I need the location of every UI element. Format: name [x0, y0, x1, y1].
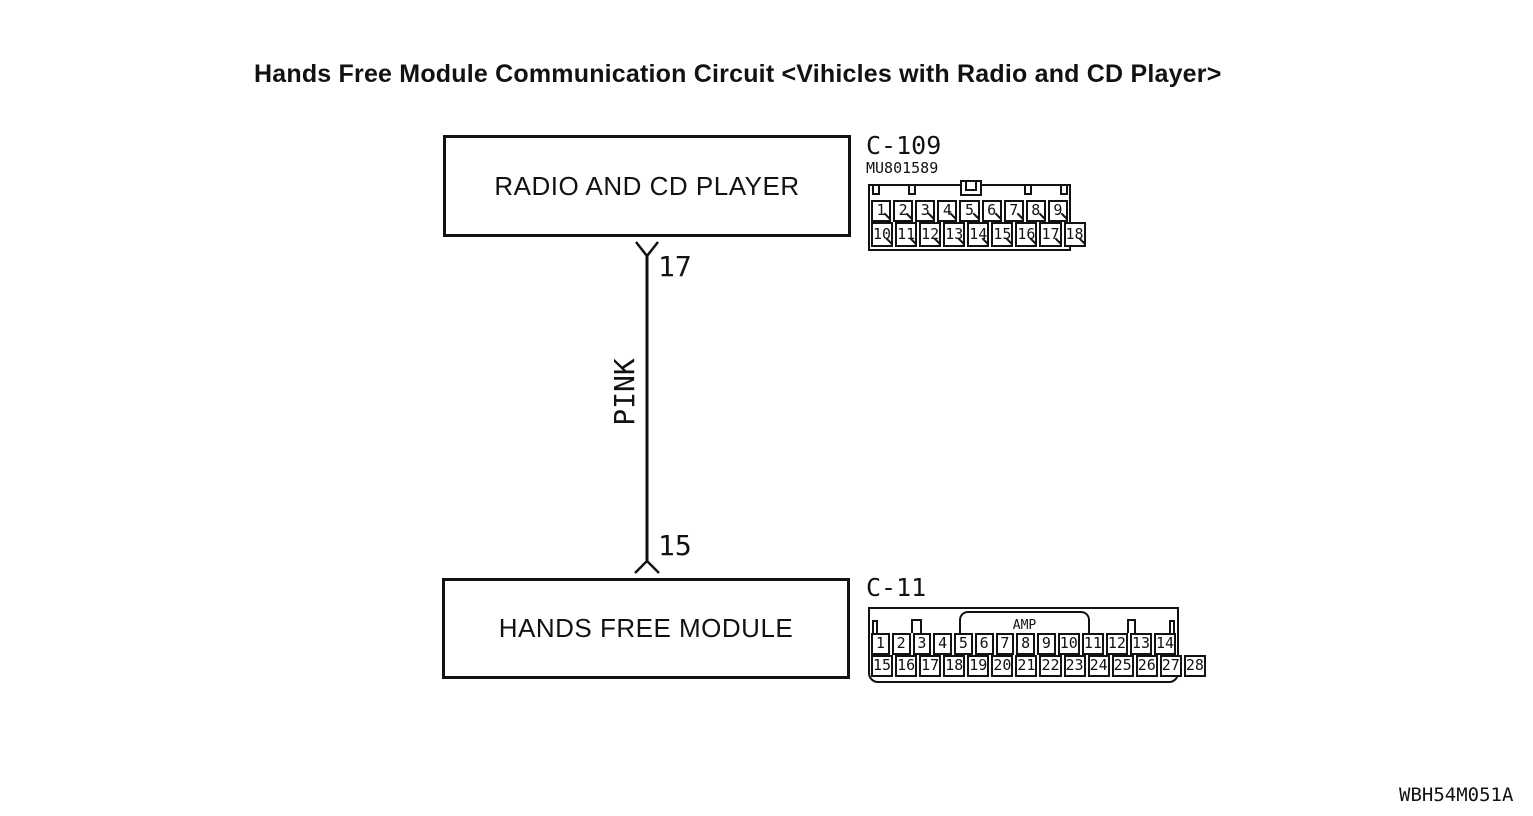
- pin-cell: 9: [1037, 633, 1056, 655]
- pin-cell: 3: [912, 633, 932, 655]
- connector-tab: [1169, 620, 1175, 633]
- pin-cell: 6: [981, 200, 1002, 222]
- pin-cell: 20: [991, 655, 1014, 677]
- pin-cell: 24: [1087, 655, 1110, 677]
- hands-free-module-label: HANDS FREE MODULE: [498, 613, 794, 643]
- wire-color-label: PINK: [608, 358, 641, 426]
- connector-tab: [1060, 186, 1068, 195]
- wire-bottom-pin-number: 15: [658, 529, 692, 562]
- pin-cell: 8: [1025, 200, 1046, 222]
- connector-symbol-top: [635, 241, 659, 259]
- diagram-title: Hands Free Module Communication Circuit …: [254, 60, 1222, 88]
- connector-tab: [911, 619, 922, 633]
- pin-cell: 4: [933, 633, 952, 655]
- pin-cell: 13: [1129, 633, 1152, 655]
- connector-latch: [960, 180, 982, 196]
- pin-cell: 1: [871, 200, 892, 222]
- connector-tab: [1024, 186, 1032, 195]
- pin-cell: 16: [1015, 222, 1038, 247]
- connector-c109-part-code: MU801589: [866, 159, 939, 177]
- connector-latch-inner: [965, 180, 977, 191]
- pin-cell: 17: [919, 655, 942, 677]
- pin-cell: 13: [943, 222, 966, 247]
- pin-cell: 27: [1159, 655, 1182, 677]
- pin-cell: 19: [967, 655, 990, 677]
- connector-tab: [872, 186, 880, 195]
- pin-cell: 5: [959, 200, 980, 222]
- pin-cell: 3: [915, 200, 936, 222]
- pin-cell: 21: [1015, 655, 1038, 677]
- pin-cell: 22: [1039, 655, 1062, 677]
- hands-free-module-box: HANDS FREE MODULE: [442, 578, 850, 679]
- pin-cell: 6: [974, 633, 994, 655]
- pin-cell: 14: [1154, 633, 1177, 655]
- pin-cell: 11: [895, 222, 918, 247]
- pin-cell: 2: [891, 633, 911, 655]
- pin-cell: 17: [1039, 222, 1062, 247]
- pin-cell: 18: [943, 655, 966, 677]
- pin-cell: 5: [954, 633, 973, 655]
- pin-cell: 12: [919, 222, 942, 247]
- pin-cell: 10: [1057, 633, 1080, 655]
- pin-cell: 15: [871, 655, 894, 677]
- pin-cell: 10: [871, 222, 894, 247]
- pin-cell: 28: [1183, 655, 1206, 677]
- wire-top-pin-number: 17: [658, 250, 692, 283]
- pin-cell: 1: [871, 633, 890, 655]
- pin-cell: 26: [1135, 655, 1158, 677]
- radio-cd-player-label: RADIO AND CD PLAYER: [494, 170, 800, 201]
- pin-cell: 25: [1111, 655, 1134, 677]
- connector-tab: [872, 620, 878, 633]
- pin-cell: 8: [1016, 633, 1035, 655]
- connector-c11-label: C-11: [866, 573, 927, 602]
- connector-amp-latch: AMP: [959, 611, 1090, 633]
- pin-cell: 23: [1063, 655, 1086, 677]
- pin-cell: 4: [937, 200, 958, 222]
- pin-cell: 18: [1063, 222, 1086, 247]
- connector-tab: [1127, 619, 1136, 633]
- pin-cell: 7: [1003, 200, 1024, 222]
- radio-cd-player-box: RADIO AND CD PLAYER: [443, 135, 851, 237]
- pin-cell: 2: [893, 200, 914, 222]
- pin-cell: 15: [991, 222, 1014, 247]
- pin-cell: 12: [1105, 633, 1128, 655]
- pin-cell: 11: [1081, 633, 1104, 655]
- connector-symbol-bottom: [634, 559, 660, 574]
- amp-label: AMP: [1012, 618, 1037, 633]
- pin-cell: 16: [895, 655, 918, 677]
- pin-cell: 14: [967, 222, 990, 247]
- connector-c109-label: C-109: [866, 131, 942, 160]
- pin-cell: 9: [1047, 200, 1068, 222]
- pin-cell: 7: [995, 633, 1015, 655]
- drawing-code: WBH54M051A: [1399, 784, 1514, 806]
- connector-tab: [908, 186, 916, 195]
